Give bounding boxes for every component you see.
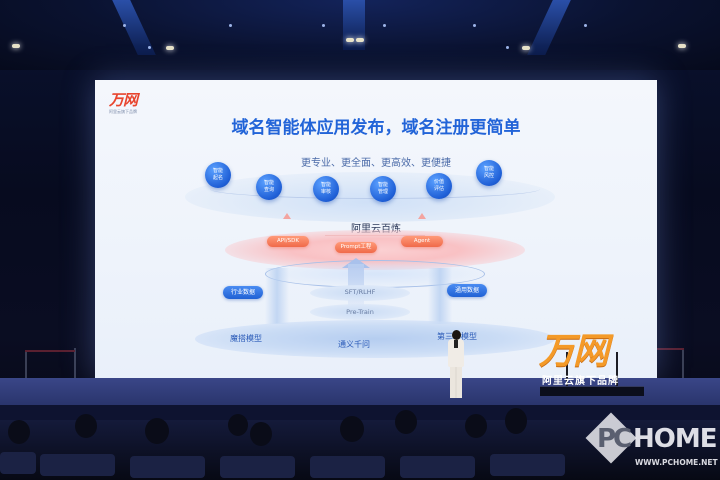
data-pill-general: 通用数据 bbox=[447, 284, 487, 297]
stage-front bbox=[0, 405, 720, 423]
sign-base bbox=[540, 386, 644, 396]
model-label-qwen: 通义千问 bbox=[338, 340, 370, 349]
sft-disk bbox=[310, 285, 410, 301]
audience-head bbox=[8, 420, 30, 444]
ceiling-lamp bbox=[12, 44, 20, 48]
capability-label: 智能 管理 bbox=[377, 182, 388, 195]
ceiling-lamp bbox=[356, 38, 364, 42]
capability-label: 智能 审核 bbox=[320, 182, 331, 195]
seat bbox=[310, 456, 385, 478]
audience-head bbox=[145, 418, 169, 444]
seat bbox=[130, 456, 205, 478]
capability-node: 价值 评估 bbox=[426, 173, 452, 199]
stanchion bbox=[25, 350, 27, 380]
stanchion bbox=[74, 348, 76, 378]
data-pill-industry: 行业数据 bbox=[223, 286, 263, 299]
slide-logo: 万网 bbox=[109, 91, 138, 109]
slide-logo-tagline: 阿里云旗下品牌 bbox=[109, 109, 137, 114]
capability-label: 价值 评估 bbox=[433, 179, 444, 192]
data-pillar bbox=[428, 268, 452, 324]
audience-head bbox=[465, 414, 487, 438]
barrier-rope bbox=[25, 350, 75, 352]
ceiling-lamp bbox=[166, 46, 174, 50]
ceiling-dot bbox=[322, 24, 325, 27]
presenter-jacket bbox=[448, 339, 464, 367]
presentation-screen: 万网 阿里云旗下品牌 域名智能体应用发布，域名注册更简单 更专业、更全面、更高效… bbox=[95, 80, 657, 378]
watermark-home: HOME bbox=[633, 424, 717, 454]
ceiling-light-beam bbox=[343, 0, 365, 50]
ceiling-dot bbox=[506, 46, 509, 49]
barrier-rope bbox=[650, 348, 684, 350]
seat bbox=[220, 456, 295, 478]
model-label-modelscope: 魔搭模型 bbox=[230, 334, 262, 343]
brand-mark: 万网 bbox=[539, 331, 609, 372]
slide-subtitle: 更专业、更全面、更高效、更便捷 bbox=[301, 158, 451, 169]
capability-node: 智能 起名 bbox=[205, 162, 231, 188]
training-stage-sft: SFT/RLHF bbox=[344, 288, 376, 296]
audience-head bbox=[505, 408, 527, 434]
capability-node: 智能 查询 bbox=[256, 174, 282, 200]
ceiling-lamp bbox=[522, 46, 530, 50]
ceiling-dot bbox=[123, 24, 126, 27]
ceiling-dot bbox=[383, 24, 386, 27]
sign-pole bbox=[616, 352, 618, 388]
seat bbox=[400, 456, 475, 478]
audience-head bbox=[75, 414, 97, 438]
seat bbox=[0, 452, 36, 474]
platform-name: 阿里云百炼 bbox=[95, 220, 657, 235]
audience-head bbox=[250, 422, 272, 446]
watermark-pc: PC bbox=[597, 424, 632, 454]
ceiling-dot bbox=[473, 24, 476, 27]
capability-node: 智能 审核 bbox=[313, 176, 339, 202]
capability-node: 智能 风控 bbox=[476, 160, 502, 186]
brand-tagline: 阿里云旗下品牌 bbox=[542, 376, 619, 387]
audience-head bbox=[395, 410, 417, 434]
ceiling-light-beam bbox=[527, 0, 571, 55]
training-stage-pretrain: Pre-Train bbox=[346, 308, 374, 316]
capability-node: 智能 管理 bbox=[370, 176, 396, 202]
microphone bbox=[454, 340, 458, 348]
pchome-watermark: PC HOME WWW.PCHOME.NET bbox=[585, 412, 720, 478]
seat bbox=[40, 454, 115, 476]
stanchion bbox=[682, 348, 684, 378]
stage-brand-sign: 万网 阿里云旗下品牌 bbox=[536, 322, 656, 398]
capability-label: 智能 查询 bbox=[263, 180, 274, 193]
model-base bbox=[195, 320, 555, 358]
presenter-head bbox=[452, 330, 461, 340]
capability-label: 智能 起名 bbox=[212, 168, 223, 181]
arrow-up-icon bbox=[283, 213, 291, 219]
audience-head bbox=[340, 416, 364, 442]
pretrain-disk bbox=[310, 304, 410, 320]
slide-title: 域名智能体应用发布，域名注册更简单 bbox=[231, 118, 521, 138]
tool-pill-api-sdk: API/SDK bbox=[267, 236, 309, 247]
audience-head bbox=[228, 414, 248, 436]
ceiling-dot bbox=[148, 46, 151, 49]
presenter bbox=[447, 330, 465, 402]
capability-label: 智能 风控 bbox=[483, 166, 494, 179]
arrow-up-icon bbox=[418, 213, 426, 219]
tool-pill-prompt: Prompt工程 bbox=[335, 242, 377, 253]
tool-pill-agent: Agent bbox=[401, 236, 443, 247]
sign-pole bbox=[566, 352, 568, 388]
ceiling-dot bbox=[229, 24, 232, 27]
watermark-url: WWW.PCHOME.NET bbox=[635, 458, 718, 467]
presenter-legs bbox=[450, 366, 462, 398]
ceiling-lamp bbox=[678, 44, 686, 48]
big-arrow-up-icon bbox=[342, 258, 370, 268]
ceiling-dot bbox=[584, 24, 587, 27]
data-pillar bbox=[265, 268, 289, 324]
ceiling-lamp bbox=[346, 38, 354, 42]
ceiling bbox=[0, 0, 720, 70]
seat bbox=[490, 454, 565, 476]
